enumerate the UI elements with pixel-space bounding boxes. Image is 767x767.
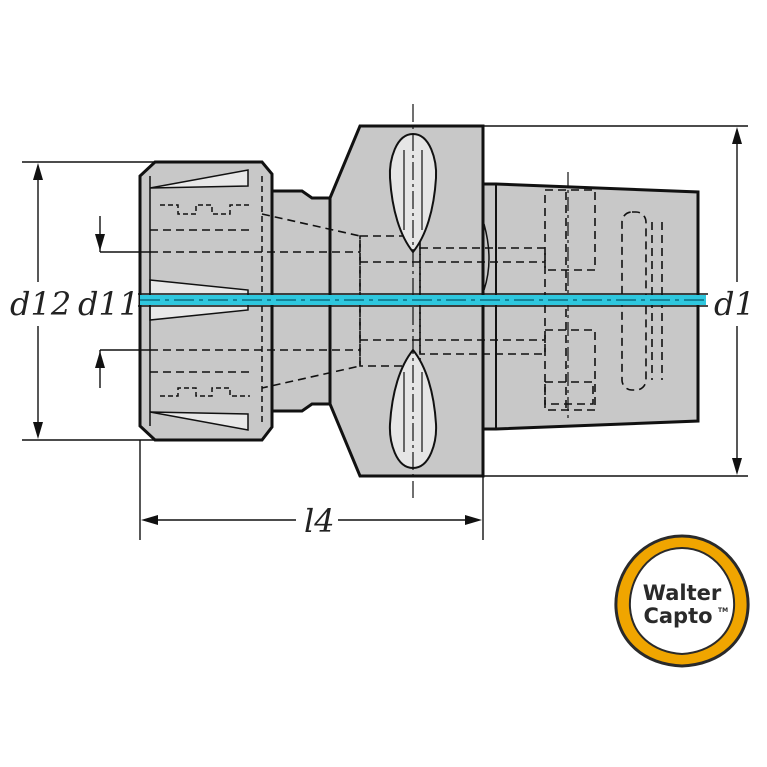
coolant-channel [138, 293, 708, 307]
label-d12: d12 [10, 285, 71, 323]
logo-line1: Walter [643, 581, 722, 605]
label-d1: d1 [714, 285, 755, 323]
dimension-lines [22, 125, 748, 540]
walter-capto-logo: Walter Capto TM [614, 534, 750, 668]
label-d11: d11 [78, 285, 139, 323]
logo-line2: Capto [643, 604, 712, 628]
label-l4: l4 [304, 502, 335, 540]
logo-tm: TM [718, 607, 728, 614]
